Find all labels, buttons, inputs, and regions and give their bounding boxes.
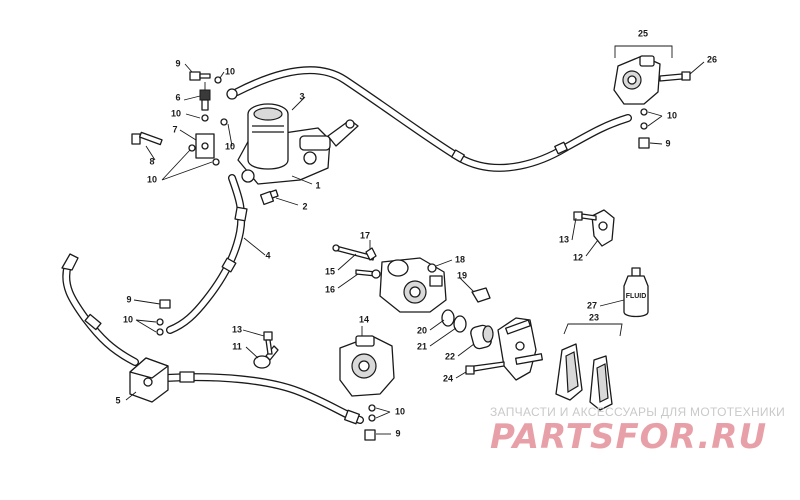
callout-9-top: 9	[175, 58, 180, 68]
callout-10-switch: 10	[171, 108, 181, 118]
bolt-15	[332, 244, 375, 261]
piston-22	[470, 324, 494, 350]
caliper-bracket	[497, 317, 543, 381]
callout-8: 8	[149, 156, 154, 166]
callout-18: 18	[455, 254, 465, 264]
spring-19	[471, 287, 491, 303]
callout-16: 16	[325, 284, 335, 294]
seal-20	[441, 309, 455, 327]
banjo-bolt-9-left	[159, 299, 171, 309]
washer-10-left-b	[156, 328, 164, 336]
bolt-26	[659, 71, 691, 82]
callout-2: 2	[302, 201, 307, 211]
callout-22: 22	[445, 351, 455, 361]
seal-21	[453, 315, 467, 333]
callout-10-left: 10	[123, 314, 133, 324]
brake-fluid-bottle-27: FLUID	[623, 267, 649, 318]
watermark-logo-main: PARTSFOR	[490, 417, 697, 457]
callout-13-left: 13	[232, 324, 242, 334]
callout-23: 23	[589, 312, 599, 322]
banjo-bolt-9-rear	[638, 137, 650, 149]
washer-10-front-a	[368, 404, 376, 412]
callout-10-rear: 10	[667, 110, 677, 120]
watermark-logo: PARTSFOR.RU	[490, 417, 767, 457]
leader-lines	[125, 61, 705, 435]
callout-7: 7	[172, 124, 177, 134]
callout-5: 5	[115, 395, 120, 405]
brake-hose-front-left	[61, 253, 139, 366]
callout-25: 25	[638, 28, 648, 38]
callout-14: 14	[359, 314, 369, 324]
washer-10-left-a	[156, 318, 164, 326]
washer-10-mid	[201, 114, 209, 122]
callout-9-left: 9	[126, 294, 131, 304]
watermark: ЗАПЧАСТИ И АКСЕССУАРЫ ДЛЯ МОТОТЕХНИКИ PA…	[490, 405, 785, 457]
callout-1: 1	[315, 180, 320, 190]
banjo-bolt-9-front	[364, 429, 376, 441]
bolt-24	[465, 361, 505, 375]
callout-24: 24	[443, 373, 453, 383]
callout-6: 6	[175, 92, 180, 102]
watermark-logo-tld: .RU	[697, 417, 767, 457]
callout-19: 19	[457, 270, 467, 280]
washer-10	[214, 76, 222, 84]
brake-hose-3	[233, 66, 632, 172]
washer-10-rear	[640, 108, 648, 116]
callout-17: 17	[360, 230, 370, 240]
bolt-13-left	[263, 331, 273, 355]
washer-10-left	[188, 144, 196, 152]
callout-3: 3	[299, 91, 304, 101]
callout-15: 15	[325, 266, 335, 276]
callout-10-front: 10	[395, 406, 405, 416]
callout-10-tee: 10	[147, 174, 157, 184]
washer-10-low	[212, 158, 220, 166]
callout-26: 26	[707, 54, 717, 64]
fitting-10-top	[226, 88, 238, 100]
washer-10-right	[220, 118, 228, 126]
master-cylinder	[237, 103, 359, 185]
brake-pads-23	[555, 323, 623, 411]
callout-labels: 1 2 3 4 5 6 7 8 9 9 9 9 10 10 10 10 10 1…	[115, 28, 717, 438]
callout-9-rear: 9	[665, 138, 670, 148]
junction-block-5	[129, 357, 169, 403]
fluid-label: FLUID	[626, 293, 647, 300]
callout-4: 4	[265, 250, 270, 260]
callout-11: 11	[232, 341, 242, 351]
tee-fitting-7	[195, 133, 215, 159]
front-caliper-14	[339, 335, 395, 397]
switch-6	[199, 82, 211, 111]
callout-10-top: 10	[225, 66, 235, 76]
washer-10-rear-b	[640, 122, 648, 130]
watermark-tagline: ЗАПЧАСТИ И АКСЕССУАРЫ ДЛЯ МОТОТЕХНИКИ	[490, 405, 785, 419]
bleed-bolt-8	[131, 131, 163, 146]
callout-10-master: 10	[225, 141, 235, 151]
rear-caliper-25	[613, 55, 661, 105]
bolt-13-right	[573, 211, 597, 221]
callout-20: 20	[417, 325, 427, 335]
bolt-2	[259, 189, 279, 206]
pin-16	[355, 269, 381, 279]
callout-27: 27	[587, 300, 597, 310]
banjo-bolt-9-top	[189, 71, 211, 81]
callout-12: 12	[573, 252, 583, 262]
callout-13-right: 13	[559, 234, 569, 244]
callout-21: 21	[417, 341, 427, 351]
brake-hose-lower	[161, 371, 364, 425]
washer-10-front-b	[368, 414, 376, 422]
callout-9-front: 9	[395, 428, 400, 438]
bracket-12	[591, 209, 615, 247]
brake-hose-4	[166, 174, 248, 334]
hose-clamp-11	[253, 345, 279, 369]
seal-18	[427, 263, 437, 273]
